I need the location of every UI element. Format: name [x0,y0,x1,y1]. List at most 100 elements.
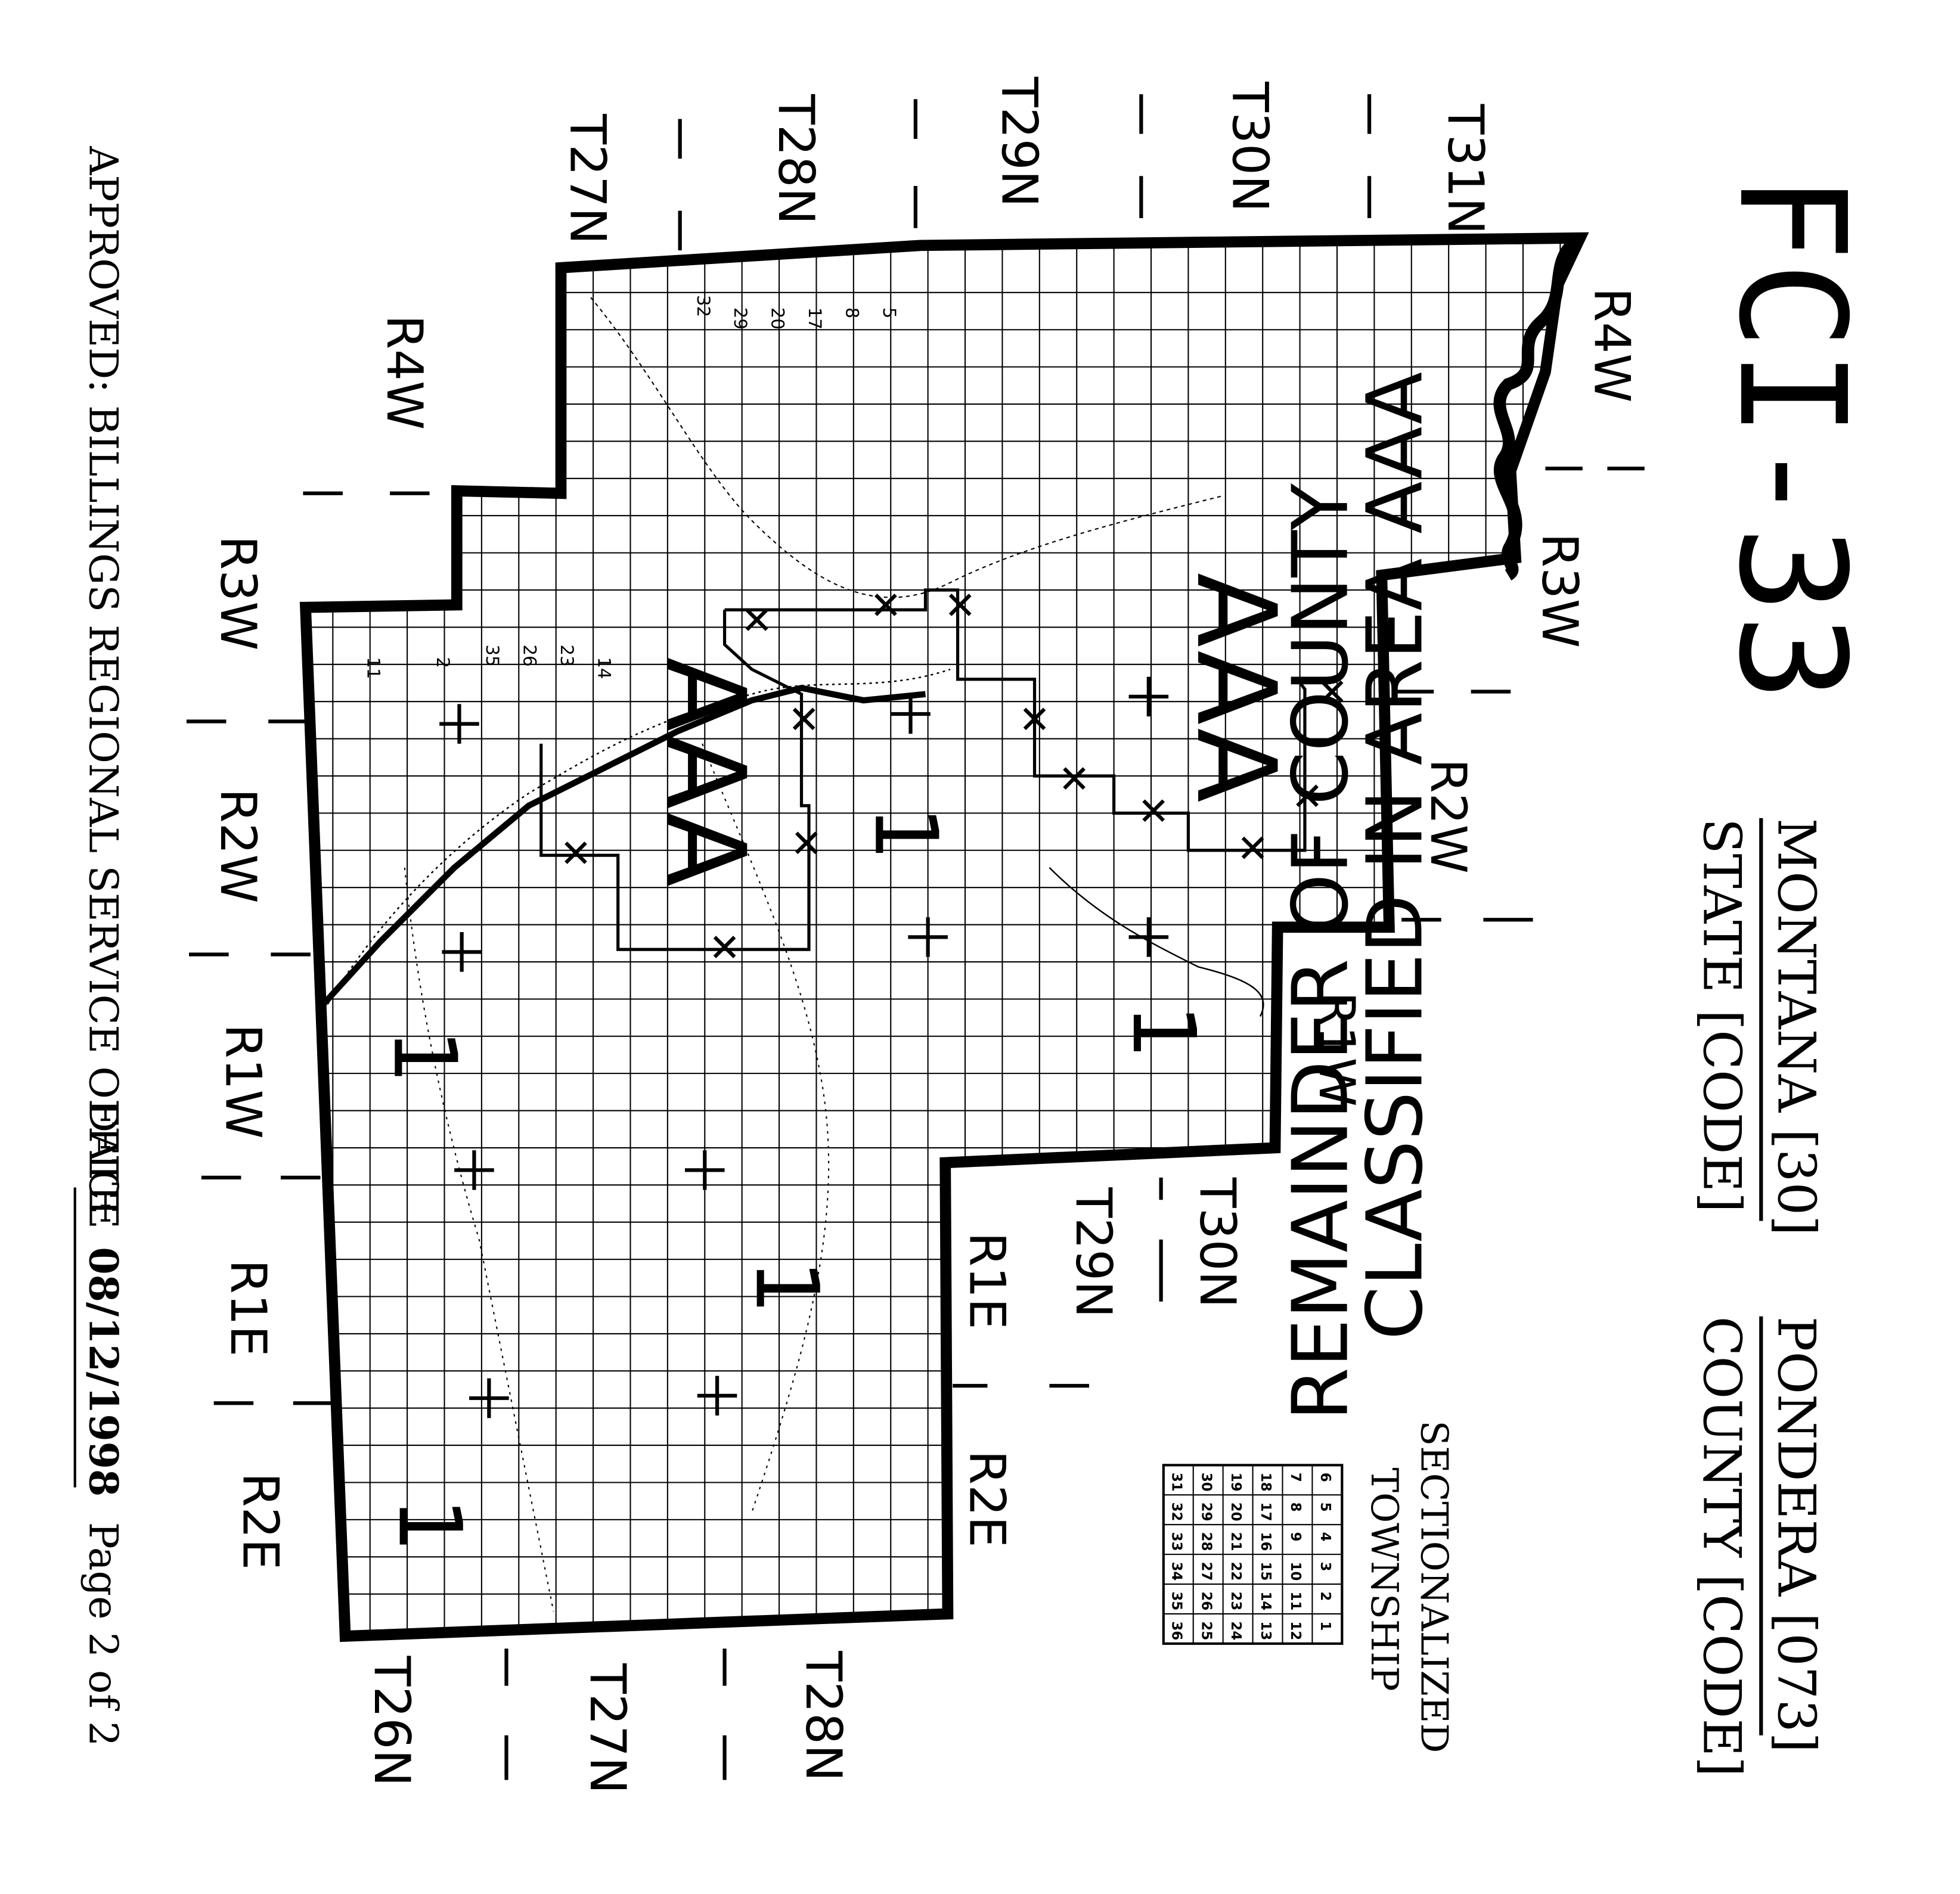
section-number: 23 [557,645,577,667]
township-labels-bottom: T26N T27N T28N [363,1650,852,1794]
zone-aaa-label: AAA [1172,573,1299,803]
range-label: R3W [1531,533,1589,648]
remainder-annotation: REMAINDER OF COUNTY CLASSIFIED IN AREA A… [1276,372,1440,1421]
section-number: 8 [842,308,862,319]
approved-text: APPROVED: BILLINGS REGIONAL SERVICE OFFI… [80,145,127,1229]
legend-section-number: 15 [1258,1562,1273,1581]
legend-section-number: 19 [1228,1473,1243,1492]
range-label: R2W [1419,759,1477,874]
legend-section-number: 26 [1198,1592,1214,1611]
township-label: T29N [1065,1187,1122,1318]
legend-section-number: 34 [1168,1562,1184,1581]
section-number: 11 [364,657,384,679]
legend-section-number: 11 [1288,1592,1303,1611]
legend-section-number: 32 [1168,1502,1184,1522]
legend-section-number: 20 [1228,1502,1243,1522]
legend-section-number: 12 [1288,1621,1303,1640]
section-number: 35 [482,645,503,667]
range-label: R1E [219,1259,277,1356]
township-label: T31N [1437,104,1494,235]
township-label: T30N [1189,1177,1246,1308]
remainder-line2: CLASSIFIED IN AREA AAA [1350,372,1440,1340]
township-label: T27N [579,1663,637,1794]
legend-section-number: 1 [1317,1621,1333,1631]
legend-section-number: 13 [1258,1621,1273,1640]
legend-title-line1: SECTIONALIZED [1412,1421,1456,1753]
county-block: PONDERA [073] COUNTY [CODE] [1692,1316,1826,1777]
highway [315,684,926,1013]
section-number: 5 [879,308,900,319]
legend-section-number: 16 [1258,1532,1273,1551]
legend-section-number: 18 [1258,1473,1273,1492]
legend-section-number: 31 [1168,1473,1184,1492]
section-grid [305,238,1580,1637]
township-label: T28N [795,1650,852,1781]
legend-section-number: 3 [1317,1562,1333,1572]
legend-title-line2: TOWNSHIP [1363,1468,1406,1691]
section-number: 26 [520,645,540,667]
legend-section-number: 23 [1228,1592,1243,1611]
township-labels-mid: T29N T30N [1065,1177,1246,1318]
section-number: 17 [805,308,825,330]
form-id-title: FCI-33 [1707,173,1877,701]
zone-1-label: 1 [736,1259,837,1315]
zone-1-label: 1 [1113,1004,1214,1060]
range-labels-left: R4W R3W R2W R1W R1E R2E [209,315,433,1570]
legend-section-number: 30 [1198,1473,1214,1492]
legend-section-number: 29 [1198,1502,1214,1522]
range-label: R1W [1308,992,1366,1107]
legend-section-number: 22 [1228,1562,1243,1581]
legend-section-number: 24 [1228,1621,1243,1640]
boundary-markers [439,594,1344,1418]
legend-section-number: 33 [1168,1532,1184,1551]
legend-section-number: 36 [1168,1621,1184,1640]
township-label: T27N [559,113,617,244]
legend-section-number: 10 [1288,1562,1303,1581]
county-label: COUNTY [CODE] [1692,1317,1753,1777]
legend-section-number: 2 [1317,1592,1333,1601]
legend-section-number: 28 [1198,1532,1214,1551]
legend-section-number: 17 [1258,1502,1273,1522]
township-label: T28N [767,94,825,225]
county-value: PONDERA [073] [1766,1317,1826,1753]
legend-section-number: 8 [1288,1502,1303,1512]
legend-section-number: 7 [1288,1473,1303,1482]
legend-section-number: 35 [1168,1592,1184,1611]
river-boundary [1493,232,1584,580]
date-value: 08/12/1998 [80,1247,127,1496]
township-label: T30N [1221,81,1279,212]
section-number: 29 [730,308,750,330]
section-number: 14 [594,657,614,679]
legend-section-number: 14 [1258,1592,1273,1611]
legend-section-number: 27 [1198,1562,1214,1581]
zone-1-label: 1 [855,806,956,861]
section-number: 20 [768,308,788,330]
legend-section-number: 5 [1317,1502,1333,1512]
range-label: R3W [209,535,267,650]
legend-grid: 6543217891011121817161514131920212223243… [1162,1464,1344,1645]
range-labels-right: R4W R3W R2W R1W [1308,288,1641,1107]
legend-section-number: 6 [1317,1473,1333,1482]
zone-1-label: 1 [379,1497,480,1553]
township-label: T26N [363,1656,421,1787]
sectionalized-township-legend: SECTIONALIZED TOWNSHIP 65432178910111218… [1162,1421,1456,1753]
township-labels-top: T27N T28N T29N T30N T31N [559,76,1495,244]
legend-section-number: 21 [1228,1532,1243,1551]
section-number: 32 [693,295,714,317]
legend-section-number: 9 [1288,1532,1303,1542]
section-numbers: 5 8 17 20 29 32 2 11 14 23 26 35 [364,295,900,679]
legend-section-number: 25 [1198,1621,1214,1640]
state-label: STATE [CODE] [1692,818,1753,1213]
zone-1-label: 1 [374,1029,475,1084]
page-indicator: Page 2 of 2 [80,1522,127,1746]
range-label: R2E [232,1473,290,1570]
range-label: R4W [376,315,433,430]
section-number: 2 [433,657,453,668]
grid-ticks [186,94,1645,1780]
range-label: R1W [214,1024,272,1139]
range-label: R2E [958,1450,1016,1547]
range-label: R4W [1583,288,1641,403]
township-label: T29N [990,76,1048,207]
range-label: R1E [958,1232,1016,1329]
